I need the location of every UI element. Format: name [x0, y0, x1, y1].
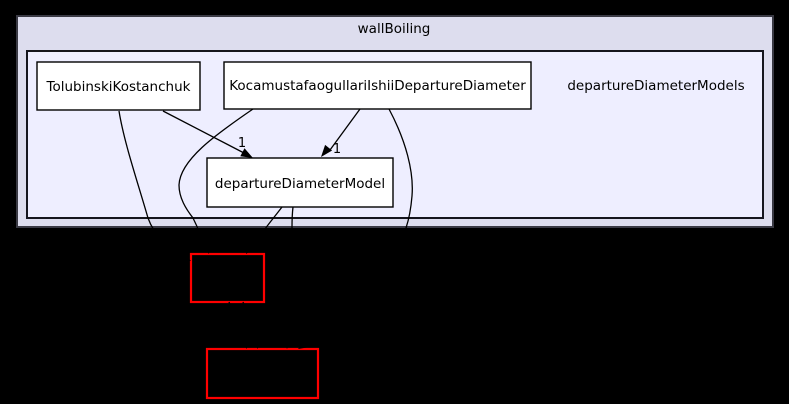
node-kocamustafaogullariishiideparturediameter-box[interactable] [223, 61, 532, 110]
node-kocamustafaogullariishiideparturediameter-label[interactable]: KocamustafaogullariIshiiDepartureDiamete… [229, 78, 526, 94]
node-departurediametermodel-box[interactable] [206, 157, 394, 208]
edge-tolubinski-to-departurediametermodel [162, 110, 245, 154]
node-tolubinskikostanchuk-box[interactable] [36, 61, 201, 111]
node-tolubinskikostanchuk-label[interactable]: TolubinskiKostanchuk [46, 79, 191, 95]
node-tolubinskikostanchuk[interactable]: TolubinskiKostanchuk [36, 61, 201, 111]
arrowhead-external2-top-right [298, 339, 311, 349]
edge-external1-to-external2-a [228, 301, 245, 345]
arrowhead-departurediametermodel-right [321, 144, 333, 157]
node-departurediametermodel[interactable]: departureDiameterModel [206, 157, 394, 208]
arrowhead-external1-top-left [201, 241, 210, 254]
inner-cluster-label[interactable]: departureDiameterModels [567, 78, 744, 94]
arrowhead-external1-left [178, 251, 191, 261]
edge-count-label-2: 1 [333, 142, 341, 157]
edge-count-label-1: 1 [238, 136, 246, 151]
arrowhead-external2-top-b [249, 336, 259, 349]
arrowhead-external2-top-mid [282, 337, 292, 349]
arrowhead-external1-top-right [246, 241, 257, 254]
node-departurediametermodel-label[interactable]: departureDiameterModel [215, 176, 385, 192]
outer-cluster-label[interactable]: wallBoiling [358, 21, 431, 37]
arrowhead-departurediametermodel-left [240, 148, 253, 158]
edge-kocamustafa-to-departurediametermodel [329, 108, 361, 151]
external-dir-node-1[interactable] [189, 252, 266, 304]
external-dir-node-2[interactable] [205, 347, 320, 400]
node-kocamustafaogullariishiideparturediameter[interactable]: KocamustafaogullariIshiiDepartureDiamete… [223, 61, 532, 110]
edge-kocamustafa-to-external1 [178, 108, 254, 252]
edge-tolubinski-to-external1 [118, 110, 189, 260]
edge-departurediametermodel-to-external1 [249, 206, 283, 250]
arrowhead-external2-top-a [238, 336, 248, 349]
edge-kocamustafa-to-external2 [307, 108, 413, 345]
edge-departurediametermodel-to-external2 [286, 206, 294, 346]
